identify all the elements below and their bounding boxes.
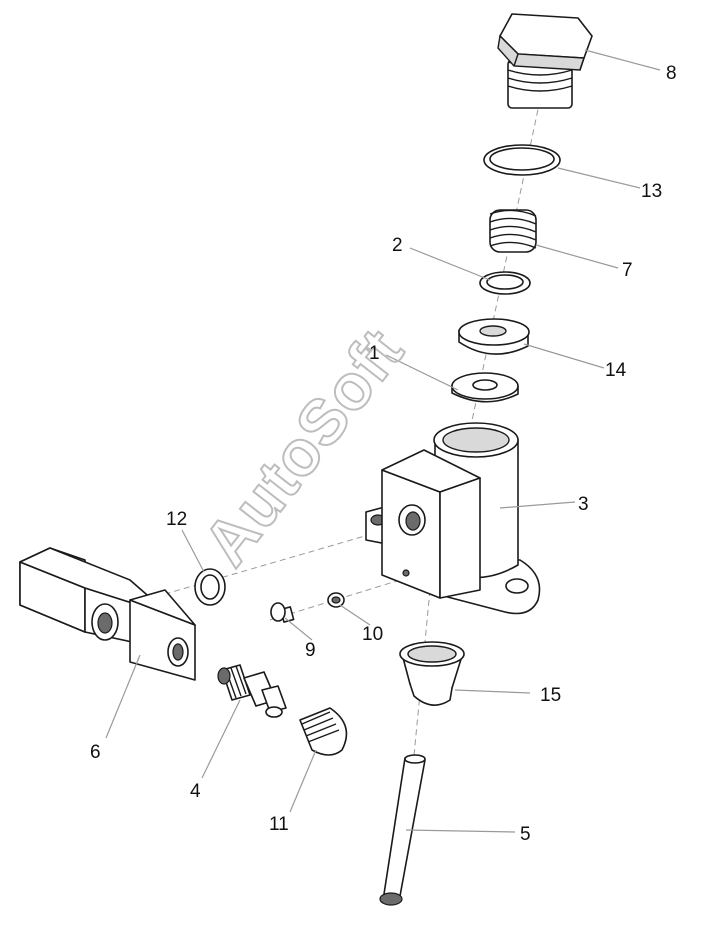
part-label-15: 15 (540, 685, 561, 706)
part-3-valve-body (365, 422, 541, 615)
part-11-dust-cap (299, 707, 348, 756)
part-label-9: 9 (305, 640, 316, 661)
part-label-6: 6 (90, 742, 101, 763)
part-label-10: 10 (362, 624, 383, 645)
part-5-pushrod (379, 754, 426, 906)
part-4-bleed-nipple (217, 664, 287, 718)
part-15-boot-seal (399, 641, 465, 706)
part-label-8: 8 (666, 63, 677, 84)
part-14-valve-cup (458, 318, 530, 355)
part-12-o-ring (194, 568, 226, 606)
part-13-o-ring (483, 144, 561, 176)
part-label-12: 12 (166, 509, 187, 530)
part-6-tee-block (19, 547, 196, 681)
part-label-11: 11 (269, 814, 289, 835)
part-label-1: 1 (369, 343, 380, 364)
part-10-small-spring (327, 592, 345, 608)
part-label-7: 7 (622, 260, 633, 281)
part-9-screw (270, 602, 295, 623)
part-7-spring (489, 209, 537, 253)
part-label-13: 13 (641, 181, 662, 202)
part-label-3: 3 (578, 494, 589, 515)
part-label-2: 2 (392, 235, 403, 256)
part-8-hex-plug (497, 13, 593, 109)
part-labels: 8 13 7 2 14 1 3 12 15 5 6 4 11 9 10 (90, 63, 677, 845)
part-1-flat-washer (451, 372, 519, 403)
leader-lines (105, 49, 661, 833)
part-2-washer (479, 271, 531, 295)
part-label-14: 14 (605, 360, 627, 381)
part-label-5: 5 (520, 824, 531, 845)
part-label-4: 4 (190, 781, 201, 802)
